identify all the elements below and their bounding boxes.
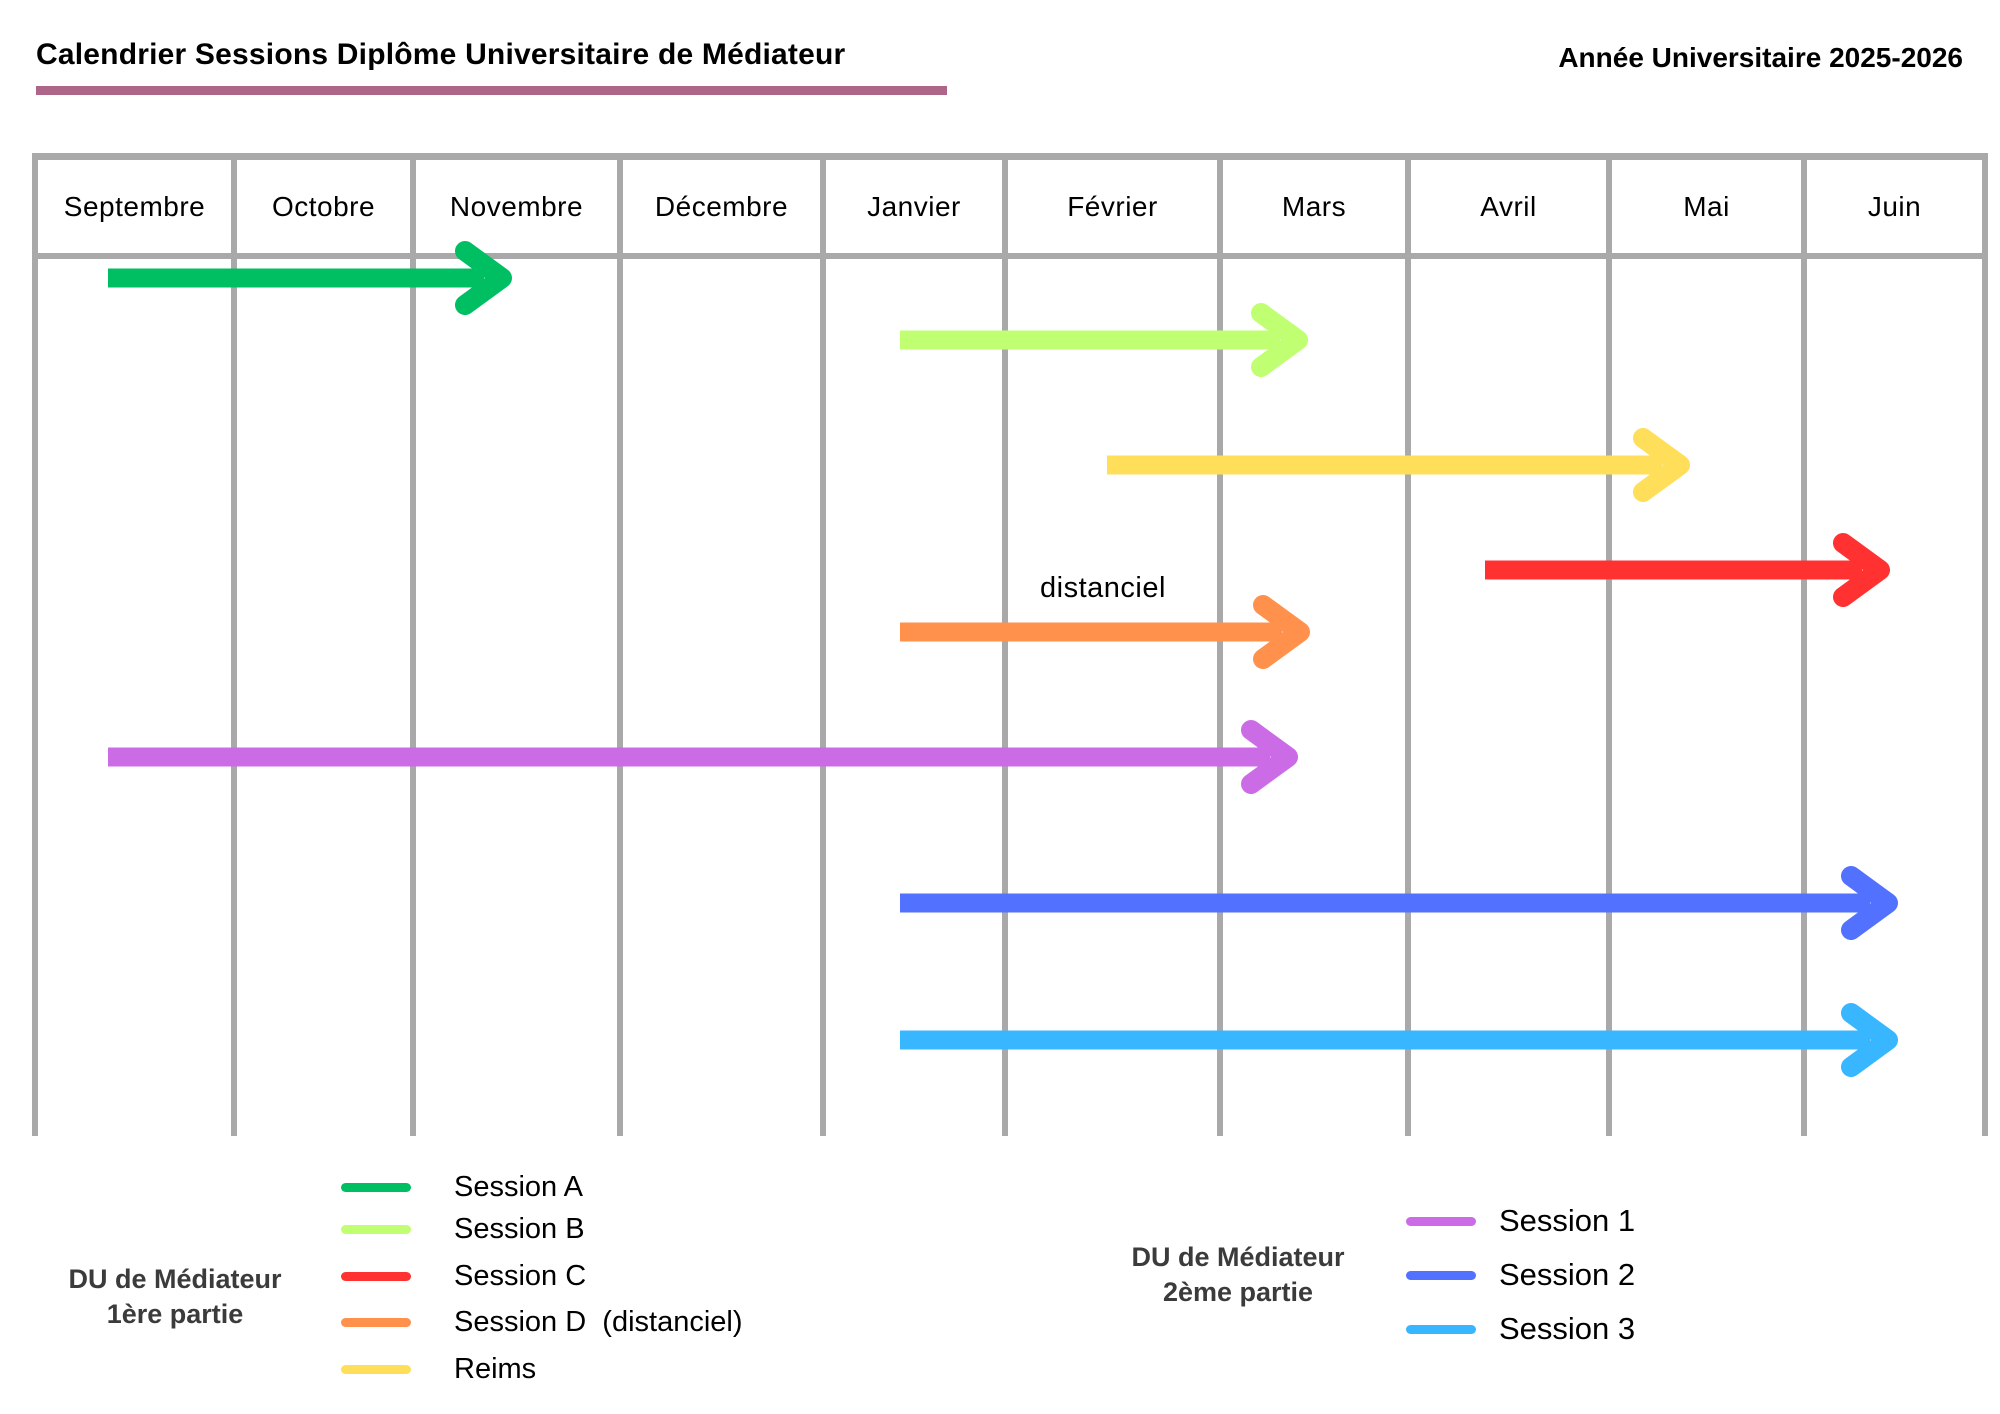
month-header-avril: Avril [1480,190,1537,222]
grid-line [1982,153,1988,1136]
legend-label: Session A [454,1170,583,1203]
legend-left-title-line2: 1ère partie [106,1299,244,1329]
month-header-decembre: Décembre [654,190,789,222]
legend-item-session-a: Session A [341,1170,583,1204]
month-header-fevrier: Février [1067,190,1158,222]
sessions-table: Septembre Octobre Novembre Décembre Janv… [32,153,1988,1136]
grid-line [1405,153,1411,1136]
legend-label: Session B [454,1212,585,1245]
legend-right-title-line2: 2ème partie [1162,1277,1314,1307]
legend-right-title: DU de Médiateur 2ème partie [1115,1240,1361,1310]
session-b-swatch [341,1224,411,1234]
grid-line [1217,153,1223,1136]
legend-item-session-2: Session 2 [1406,1257,1636,1292]
legend-right-title-line1: DU de Médiateur [1131,1242,1345,1272]
title-underline [36,86,947,95]
distanciel-label: distanciel [1040,572,1166,604]
legend-item-session-d: Session D (distanciel) [341,1305,743,1339]
grid-line [32,153,38,1136]
session-2-swatch [1406,1270,1476,1280]
legend-item-reims: Reims [341,1352,536,1386]
session-a-swatch [341,1182,411,1192]
legend-label: Session 3 [1499,1311,1636,1346]
academic-year-label: Année Universitaire 2025-2026 [1558,42,1963,73]
session-1-swatch [1406,1216,1476,1226]
header-bottom-border [35,253,1985,259]
legend-left-title-line1: DU de Médiateur [68,1264,282,1294]
legend-label: Session 1 [1499,1203,1636,1238]
month-header-mai: Mai [1683,190,1730,222]
legend-item-session-3: Session 3 [1406,1311,1636,1346]
month-header-mars: Mars [1281,190,1347,222]
month-header-novembre: Novembre [449,190,584,222]
session-c-swatch [341,1271,411,1281]
table-top-border [32,153,1988,160]
session-d-swatch [341,1317,411,1327]
month-header-octobre: Octobre [271,190,376,222]
legend-item-session-c: Session C [341,1259,586,1293]
month-header-juin: Juin [1867,190,1922,222]
legend-item-session-b: Session B [341,1212,585,1246]
month-header-janvier: Janvier [867,190,961,222]
grid-line [1002,153,1008,1136]
legend-label: Session D (distanciel) [454,1305,743,1338]
grid-line [1801,153,1807,1136]
legend-label: Session C [454,1259,587,1292]
legend-label: Session 2 [1499,1257,1636,1292]
legend-left-title: DU de Médiateur 1ère partie [50,1262,300,1332]
grid-line [231,153,237,1136]
grid-line [410,153,416,1136]
session-3-swatch [1406,1324,1476,1334]
reims-swatch [341,1364,411,1374]
month-header-septembre: Septembre [63,190,206,222]
legend-label: Reims [454,1352,537,1385]
page-title: Calendrier Sessions Diplôme Universitair… [36,38,846,71]
grid-line [617,153,623,1136]
grid-line [820,153,826,1136]
legend-item-session-1: Session 1 [1406,1203,1636,1238]
grid-line [1606,153,1612,1136]
